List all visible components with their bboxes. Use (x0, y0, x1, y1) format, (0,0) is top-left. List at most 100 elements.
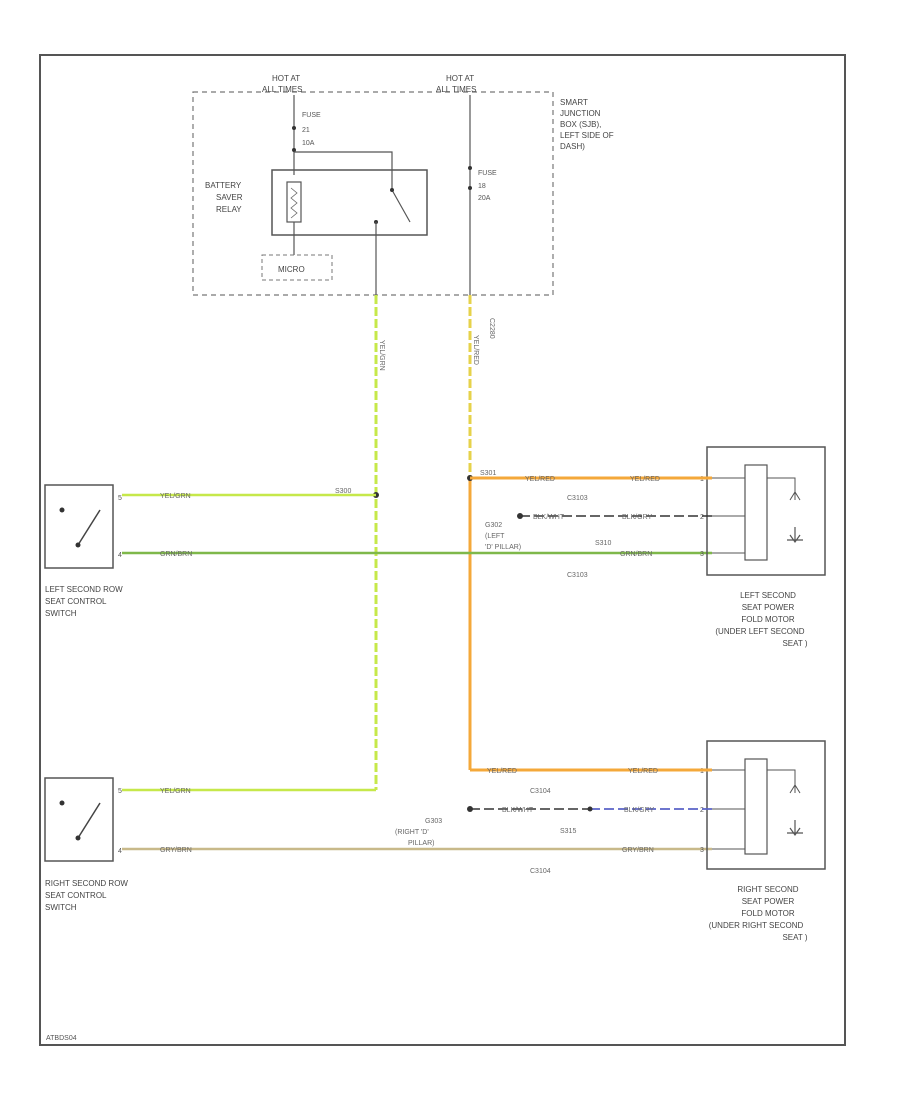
splice-s315-point (587, 806, 593, 812)
right-motor-body (744, 758, 768, 855)
connector-c3103-bottom: C3103 (567, 572, 588, 579)
wire-label-green-right: GRN/BRN (620, 551, 652, 558)
fuse2-terminal-top (468, 166, 472, 170)
splice-s315-label: S315 (560, 828, 576, 835)
left-motor-label-2: SEAT POWER (742, 603, 795, 612)
wire-label-orange-bottom-2: YEL/RED (628, 768, 658, 775)
left-switch-blade (77, 509, 101, 546)
hot-left-label-1: HOT AT (272, 74, 300, 83)
connector-c3104-top: C3104 (530, 788, 551, 795)
sjb-label-4: LEFT SIDE OF (560, 131, 614, 140)
left-switch-label-1: LEFT SECOND ROW (45, 585, 123, 594)
relay-switch-pivot (390, 188, 394, 192)
right-switch-contact-b (75, 835, 81, 841)
sjb-label-3: BOX (SJB), (560, 120, 601, 129)
battery-saver-relay (271, 169, 428, 236)
ground-g303-point (467, 806, 473, 812)
left-switch-label-2: SEAT CONTROL (45, 597, 107, 606)
right-seat-fold-motor (706, 740, 826, 870)
wire-label-yellow-top: YEL/GRN (160, 493, 191, 500)
right-motor-pin-3: 3 (700, 847, 704, 854)
ground-g302-label-3: 'D' PILLAR) (485, 544, 521, 551)
diagram-frame (39, 54, 846, 1046)
splice-s301-label: S301 (480, 470, 496, 477)
ground-g302-label-1: G302 (485, 522, 502, 529)
relay-coil-winding (290, 187, 298, 219)
fuse1-rating: 10A (302, 140, 315, 147)
relay-label-2: SAVER (216, 193, 243, 202)
left-motor-label-3: FOLD MOTOR (741, 615, 794, 624)
right-switch-label-2: SEAT CONTROL (45, 891, 107, 900)
right-seat-control-switch (44, 777, 114, 862)
left-switch-contact-a (59, 507, 65, 513)
fuse1-number: 21 (302, 127, 310, 134)
left-seat-fold-motor (706, 446, 826, 576)
right-switch-label-1: RIGHT SECOND ROW (45, 879, 128, 888)
relay-label-3: RELAY (216, 205, 242, 214)
left-motor-label-1: LEFT SECOND (740, 591, 796, 600)
left-motor-label-5: SEAT ) (782, 639, 807, 648)
fuse2-number: 18 (478, 183, 486, 190)
fuse2-terminal-bottom (468, 186, 472, 190)
left-motor-arrow-down (787, 527, 803, 544)
right-switch-pin-bottom: 4 (118, 848, 122, 855)
fuse2-name: FUSE (478, 170, 497, 177)
left-switch-contact-b (75, 542, 81, 548)
connector-c2280: C2280 (488, 318, 495, 339)
hot-right-label-2: ALL TIMES (436, 85, 476, 94)
right-switch-contact-a (59, 800, 65, 806)
wire-label-gray-right: GRY/BRN (622, 847, 654, 854)
micro-module (261, 254, 333, 281)
left-motor-pin-3: 3 (700, 551, 704, 558)
ground-g303-label-3: PILLAR) (408, 840, 434, 847)
right-motor-label-2: SEAT POWER (742, 897, 795, 906)
right-motor-label-4: (UNDER RIGHT SECOND (709, 921, 804, 930)
hot-right-label-1: HOT AT (446, 74, 474, 83)
wire-label-orange-top-2: YEL/RED (630, 476, 660, 483)
hot-left-label-2: ALL TIMES (262, 85, 302, 94)
right-motor-arrow-down (787, 820, 803, 837)
right-motor-label-3: FOLD MOTOR (741, 909, 794, 918)
fuse1-terminal-top (292, 126, 296, 130)
left-switch-pin-top: 5 (118, 495, 122, 502)
left-motor-pin-2: 2 (700, 514, 704, 521)
wire-label-black-bottom-1: BLK/WHT (502, 807, 534, 814)
left-switch-label-3: SWITCH (45, 609, 77, 618)
right-switch-blade (77, 802, 101, 839)
fuse2-rating: 20A (478, 195, 491, 202)
fuse1-name: FUSE (302, 112, 321, 119)
micro-label: MICRO (278, 265, 305, 274)
sjb-box (192, 91, 554, 296)
relay-label-1: BATTERY (205, 181, 242, 190)
right-motor-arrow-up (767, 769, 796, 793)
left-motor-arrow-up (767, 477, 796, 500)
wire-label-orange-top-1: YEL/RED (525, 476, 555, 483)
wire-label-orange-bottom-1: YEL/RED (487, 768, 517, 775)
sjb-label-2: JUNCTION (560, 109, 601, 118)
splice-s310-label: S310 (595, 540, 611, 547)
right-switch-pin-top: 5 (118, 788, 122, 795)
right-motor-arrow-up-head (789, 784, 801, 794)
relay-switch-contact (391, 189, 411, 223)
relay-supply-line (294, 151, 393, 190)
right-motor-label-1: RIGHT SECOND (737, 885, 798, 894)
right-switch-label-3: SWITCH (45, 903, 77, 912)
left-seat-control-switch (44, 484, 114, 569)
wire-label-black-top-2: BLK/GRY (622, 514, 653, 521)
sjb-label-5: DASH) (560, 142, 585, 151)
left-motor-arrow-up-head (789, 491, 801, 501)
ground-g303-label-2: (RIGHT 'D' (395, 829, 429, 836)
right-motor-label-5: SEAT ) (782, 933, 807, 942)
wire-label-black-bottom-2: BLK/GRY (624, 807, 655, 814)
connector-c3103-top: C3103 (567, 495, 588, 502)
wire-label-green-top: GRN/BRN (160, 551, 192, 558)
wire-label-yellow-bottom: YEL/GRN (160, 788, 191, 795)
fuse1-terminal-bottom (292, 148, 296, 152)
wire-label-black-top-1: BLK/WHT (533, 514, 565, 521)
diagram-code: ATBDS04 (46, 1035, 77, 1042)
left-motor-label-4: (UNDER LEFT SECOND (715, 627, 804, 636)
splice-s300-label: S300 (335, 488, 351, 495)
connector-c3104-bottom: C3104 (530, 868, 551, 875)
left-motor-body (744, 464, 768, 561)
